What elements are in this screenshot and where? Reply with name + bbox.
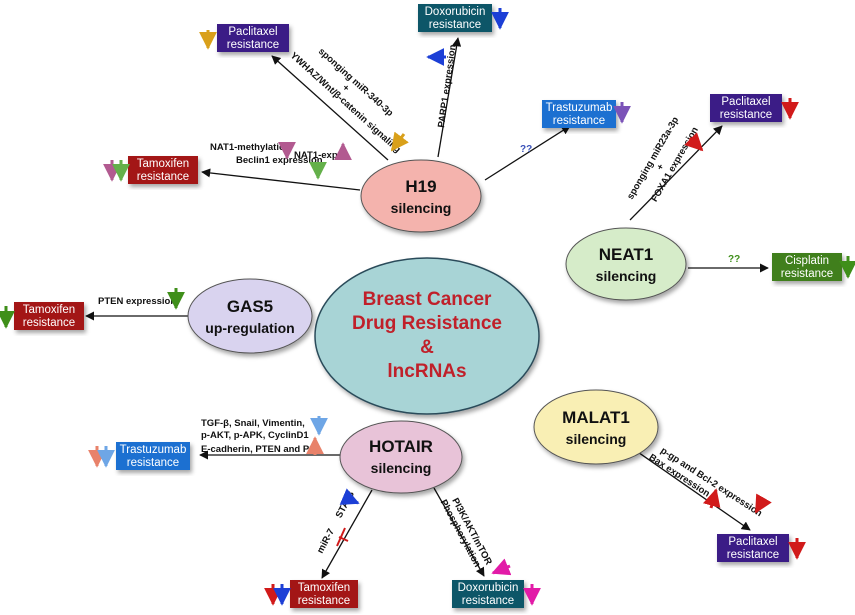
h19-doxorubicin-line1: Doxorubicin <box>425 6 486 18</box>
h19-tamoxifen-line2: resistance <box>137 171 189 183</box>
gas5-tamoxifen-box: Tamoxifen resistance <box>14 302 84 330</box>
hotair-tamoxifen-line2: resistance <box>298 595 350 607</box>
hotair-trastuzumab-box: Trastuzumab resistance <box>116 442 190 470</box>
malat1-pgp-text: p-gp and Bcl-2 expression <box>658 445 764 519</box>
hotair-mir7-inhibit-bar <box>338 536 349 542</box>
malat1-pgp-down-arrow-icon <box>754 493 772 514</box>
h19-sponging-label: sponging miR-340-3p + YWHAZ/Wnt/β-cateni… <box>288 46 403 155</box>
gas5-tamoxifen-line2: resistance <box>23 317 75 329</box>
malat1-paclitaxel-line2: resistance <box>727 549 779 561</box>
h19-doxorubicin-box: Doxorubicin resistance <box>418 4 492 32</box>
h19-trastuzumab-box: Trastuzumab resistance <box>542 100 616 128</box>
hotair-tgf-line1: TGF-β, Snail, Vimentin, <box>201 418 305 429</box>
malat1-label: p-gp and Bcl-2 expression Bax expression <box>647 445 764 519</box>
malat1-paclitaxel-connector <box>631 447 751 531</box>
malat1-title: MALAT1 <box>562 408 630 427</box>
neat1-sponging-line2: + <box>655 162 668 173</box>
h19-nat1-expr-label: NAT1-expr <box>294 150 342 161</box>
hotair-trastuzumab-line2: resistance <box>127 457 179 469</box>
malat1-bax-up-arrow-icon <box>702 488 721 509</box>
hotair-doxorubicin-line1: Doxorubicin <box>458 582 519 594</box>
h19-tamoxifen-line1: Tamoxifen <box>137 158 189 170</box>
h19-nat1-methylation-label: NAT1-methylation <box>210 142 291 153</box>
neat1-cisplatin-line1: Cisplatin <box>785 255 829 267</box>
h19-doxorubicin-connector <box>437 37 462 158</box>
h19-paclitaxel-line1: Paclitaxel <box>228 26 277 38</box>
neat1-cisplatin-qq: ?? <box>728 254 740 265</box>
hotair-tamoxifen-connector <box>321 489 373 579</box>
h19-trastuzumab-line1: Trastuzumab <box>546 102 613 114</box>
h19-beclin1-label: Beclin1 expression <box>236 155 323 166</box>
h19-title: H19 <box>405 177 436 196</box>
center-node: Breast Cancer Drug Resistance & lncRNAs <box>314 257 540 415</box>
neat1-paclitaxel-box: Paclitaxel resistance <box>710 94 782 122</box>
malat1-node: MALAT1 silencing <box>533 389 659 465</box>
gas5-tamoxifen-line1: Tamoxifen <box>23 304 75 316</box>
hotair-stat3-arrow-icon <box>339 488 360 505</box>
gas5-title: GAS5 <box>227 297 273 316</box>
neat1-sub: silencing <box>596 268 657 284</box>
h19-paclitaxel-connector <box>271 55 389 161</box>
h19-paclitaxel-box: Paclitaxel resistance <box>217 24 289 52</box>
hotair-trastuzumab-line1: Trastuzumab <box>120 444 187 456</box>
h19-trastuzumab-line2: resistance <box>553 115 605 127</box>
neat1-sponging-label: sponging miR23a-3p + FOXA1 expression <box>625 115 701 204</box>
neat1-paclitaxel-line1: Paclitaxel <box>721 96 770 108</box>
h19-doxorubicin-line2: resistance <box>429 19 481 31</box>
neat1-title: NEAT1 <box>599 245 653 264</box>
hotair-mir7-text: miR-7 <box>315 527 337 555</box>
hotair-tamoxifen-box: Tamoxifen resistance <box>290 580 358 608</box>
hotair-title: HOTAIR <box>369 437 433 456</box>
h19-trastuzumab-qq: ?? <box>520 144 532 155</box>
neat1-node: NEAT1 silencing <box>565 227 687 301</box>
neat1-cisplatin-line2: resistance <box>781 268 833 280</box>
hotair-pi3k-arrow-icon <box>491 558 512 576</box>
gas5-node: GAS5 up-regulation <box>187 278 313 354</box>
hotair-stat3-text: STAT3 <box>334 490 357 520</box>
hotair-doxorubicin-line2: resistance <box>462 595 514 607</box>
neat1-paclitaxel-line2: resistance <box>720 109 772 121</box>
neat1-sponging-down-arrow-icon <box>684 132 704 152</box>
center-title-line1: Breast Cancer <box>363 289 492 310</box>
hotair-tgf-line2: p-AKT, p-APK, CyclinD1 <box>201 430 309 441</box>
hotair-pi3k-label: PI3K/AKT/mTOR Phosphorylation <box>438 496 494 569</box>
hotair-node: HOTAIR silencing <box>339 420 463 494</box>
h19-paclitaxel-line2: resistance <box>227 39 279 51</box>
hotair-doxorubicin-box: Doxorubicin resistance <box>452 580 524 608</box>
h19-tamoxifen-box: Tamoxifen resistance <box>128 156 198 184</box>
center-title-line2: Drug Resistance <box>352 313 502 334</box>
malat1-paclitaxel-box: Paclitaxel resistance <box>717 534 789 562</box>
hotair-ecadherin-label: E-cadherin, PTEN and P27 <box>201 444 320 455</box>
neat1-cisplatin-box: Cisplatin resistance <box>772 253 842 281</box>
malat1-sub: silencing <box>566 431 627 447</box>
h19-tamoxifen-connector <box>201 168 361 191</box>
h19-node: H19 silencing <box>360 159 482 233</box>
malat1-paclitaxel-line1: Paclitaxel <box>728 536 777 548</box>
hotair-sub: silencing <box>371 460 432 476</box>
gas5-sub: up-regulation <box>205 320 294 336</box>
hotair-tamoxifen-line1: Tamoxifen <box>298 582 350 594</box>
hotair-doxorubicin-connector <box>433 487 485 577</box>
center-title-line4: lncRNAs <box>387 361 466 382</box>
center-title-line3: & <box>420 337 434 358</box>
h19-trastuzumab-connector <box>484 125 571 181</box>
h19-sub: silencing <box>391 200 452 216</box>
h19-sponging-line2: + <box>340 82 352 94</box>
neat1-paclitaxel-connector <box>629 125 723 221</box>
gas5-pten-label: PTEN expression <box>98 296 176 307</box>
h19-sponging-down-arrow-icon <box>390 131 409 152</box>
